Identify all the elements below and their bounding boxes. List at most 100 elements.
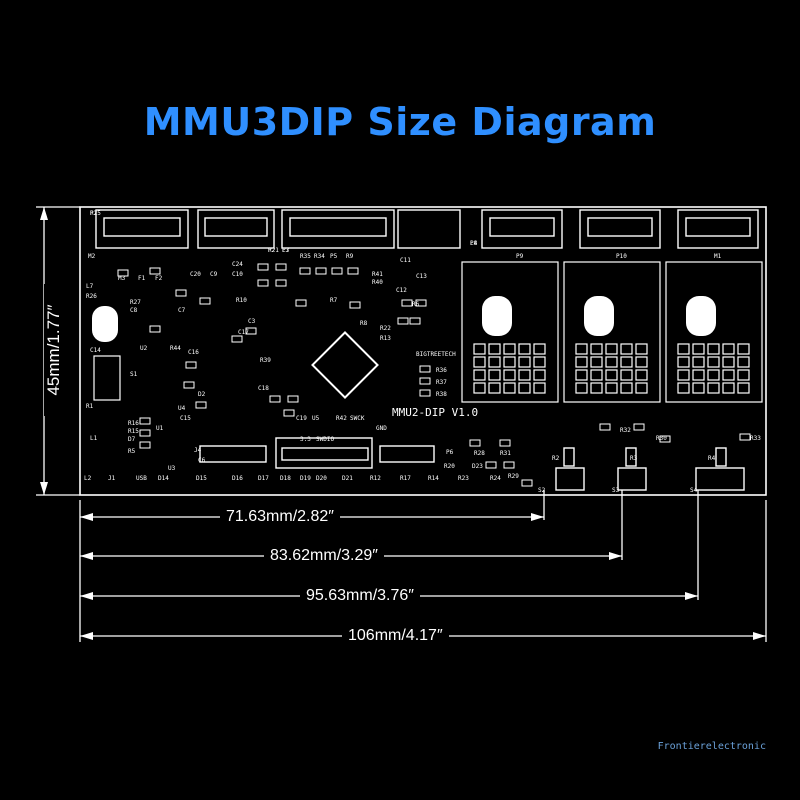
- driver-pad: [722, 382, 735, 394]
- silkscreen-label: M3: [118, 275, 126, 282]
- silkscreen-label: P8: [470, 240, 478, 247]
- dimension-label-83: 83.62mm/3.29″: [264, 546, 384, 566]
- smd-pad: [315, 267, 327, 275]
- driver-pad: [620, 369, 633, 381]
- silkscreen-label: D17: [258, 475, 269, 482]
- driver-pad: [635, 382, 648, 394]
- driver-pad: [692, 382, 705, 394]
- smd-pad: [419, 377, 431, 385]
- driver-pad: [605, 356, 618, 368]
- silkscreen-label: S3: [612, 487, 620, 494]
- silkscreen-label: P6: [446, 449, 454, 456]
- silkscreen-label: R4: [708, 455, 716, 462]
- silkscreen-label: R21: [268, 247, 279, 254]
- driver-pad: [518, 356, 531, 368]
- smd-pad: [149, 325, 161, 333]
- silkscreen-label: 3.3: [300, 436, 311, 443]
- silkscreen-label: R2: [552, 455, 560, 462]
- silkscreen-label: GND: [376, 425, 387, 432]
- smd-pad: [521, 479, 533, 487]
- silkscreen-label: L7: [86, 283, 94, 290]
- driver-pad: [722, 343, 735, 355]
- silkscreen-label: C7: [178, 307, 186, 314]
- mcu-chip: [311, 331, 379, 399]
- brand-label: BIGTREETECH: [416, 351, 456, 358]
- silkscreen-label: D14: [158, 475, 169, 482]
- driver-pad: [590, 343, 603, 355]
- driver-pad: [635, 369, 648, 381]
- silkscreen-label: C16: [188, 349, 199, 356]
- smd-pad: [195, 401, 207, 409]
- driver-pad: [737, 343, 750, 355]
- silkscreen-label: R5: [128, 448, 136, 455]
- board-name-label: MMU2-DIP V1.0: [392, 406, 478, 419]
- dimension-label-71: 71.63mm/2.82″: [220, 507, 340, 527]
- silkscreen-label: R7: [330, 297, 338, 304]
- silkscreen-label: R10: [236, 297, 247, 304]
- silkscreen-label: C15: [180, 415, 191, 422]
- driver-pad: [590, 382, 603, 394]
- silkscreen-label: C12: [396, 287, 407, 294]
- silkscreen-label: C13: [416, 273, 427, 280]
- silkscreen-label: C19: [296, 415, 307, 422]
- driver-pad: [737, 369, 750, 381]
- silkscreen-label: R37: [436, 379, 447, 386]
- driver-pad: [620, 356, 633, 368]
- driver-pad: [677, 369, 690, 381]
- silkscreen-label: D18: [280, 475, 291, 482]
- smd-pad: [503, 461, 515, 469]
- driver-pad: [605, 343, 618, 355]
- smd-pad: [347, 267, 359, 275]
- silkscreen-label: C3: [248, 318, 256, 325]
- smd-pad: [299, 267, 311, 275]
- silkscreen-label: C20: [190, 271, 201, 278]
- smd-pad: [139, 417, 151, 425]
- driver-pad: [605, 382, 618, 394]
- driver-pad: [635, 343, 648, 355]
- silkscreen-label: P5: [330, 253, 338, 260]
- smd-pad: [245, 327, 257, 335]
- silkscreen-label: F2: [155, 275, 163, 282]
- dimension-label-95: 95.63mm/3.76″: [300, 586, 420, 606]
- silkscreen-label: C14: [90, 347, 101, 354]
- driver-pad: [677, 382, 690, 394]
- silkscreen-label: R14: [428, 475, 439, 482]
- silkscreen-label: P7: [282, 247, 290, 254]
- smd-pad: [295, 299, 307, 307]
- silkscreen-label: C18: [258, 385, 269, 392]
- silkscreen-label: L4: [470, 240, 478, 247]
- silkscreen-label: R36: [436, 367, 447, 374]
- smd-pad: [419, 389, 431, 397]
- silkscreen-label: R20: [444, 463, 455, 470]
- silkscreen-label: R39: [260, 357, 271, 364]
- silkscreen-label: R40: [372, 279, 383, 286]
- smd-pad: [419, 365, 431, 373]
- driver-pad: [533, 382, 546, 394]
- smd-pad: [469, 439, 481, 447]
- driver-pad: [737, 356, 750, 368]
- dimension-label-106: 106mm/4.17″: [342, 626, 449, 646]
- silkscreen-label: R17: [400, 475, 411, 482]
- silkscreen-label: L2: [84, 475, 92, 482]
- silkscreen-label: J4: [194, 447, 202, 454]
- driver-pad: [533, 343, 546, 355]
- silkscreen-label: U2: [140, 345, 148, 352]
- driver-pad: [473, 369, 486, 381]
- driver-pad: [533, 356, 546, 368]
- silkscreen-label: U4: [178, 405, 186, 412]
- driver-pad: [488, 356, 501, 368]
- pin-header: [199, 437, 435, 469]
- silkscreen-label: R31: [500, 450, 511, 457]
- silkscreen-label: R35: [300, 253, 311, 260]
- silkscreen-label: R8: [360, 320, 368, 327]
- silkscreen-label: R27: [130, 299, 141, 306]
- driver-pad: [590, 356, 603, 368]
- driver-pad: [692, 356, 705, 368]
- smd-pad: [269, 395, 281, 403]
- driver-pad: [635, 356, 648, 368]
- silkscreen-label: P10: [616, 253, 627, 260]
- silkscreen-label: S2: [538, 487, 546, 494]
- silkscreen-label: D16: [232, 475, 243, 482]
- driver-pad: [488, 382, 501, 394]
- smd-pad: [275, 279, 287, 287]
